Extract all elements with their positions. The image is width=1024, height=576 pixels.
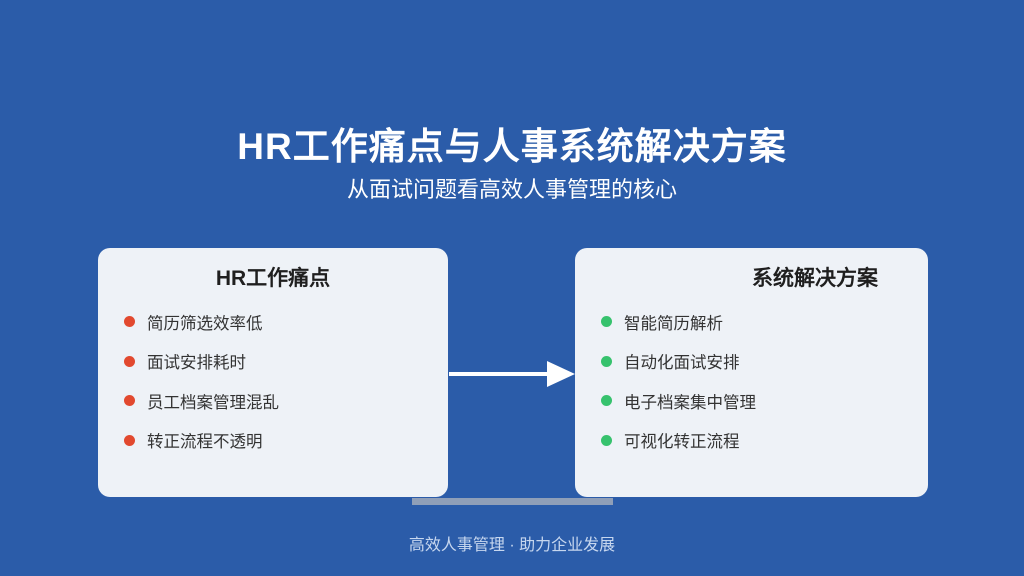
divider-bar [412,498,613,505]
list-item: 简历筛选效率低 [98,302,448,342]
green-bullet-icon [601,434,612,446]
arrow-right-line [449,372,549,376]
page-subtitle: 从面试问题看高效人事管理的核心 [346,177,677,202]
pain-card-title: HR工作痛点 [215,267,331,290]
list-item: 智能简历解析 [575,302,928,342]
solution-card-title: 系统解决方案 [752,267,878,290]
red-bullet-icon [124,434,135,446]
list-item: 面试安排耗时 [98,342,448,382]
list-item: 员工档案管理混乱 [98,381,448,421]
footer-tagline: 高效人事管理 · 助力企业发展 [408,537,616,554]
bullet-label: 转正流程不透明 [147,433,263,452]
red-bullet-icon [124,395,135,407]
list-item: 可视化转正流程 [575,421,928,461]
pain-points-card: HR工作痛点 简历筛选效率低 面试安排耗时 员工档案管理混乱 转正流程不透明 [98,248,448,497]
list-item: 自动化面试安排 [575,342,928,382]
solution-card: 系统解决方案 智能简历解析 自动化面试安排 电子档案集中管理 可视化转正流程 [575,248,928,497]
green-bullet-icon [601,316,612,328]
solution-bullet-list: 智能简历解析 自动化面试安排 电子档案集中管理 可视化转正流程 [575,302,928,460]
bullet-label: 面试安排耗时 [147,354,246,373]
page-title: HR工作痛点与人事系统解决方案 [237,126,787,167]
bullet-label: 自动化面试安排 [624,354,740,373]
bullet-label: 电子档案集中管理 [624,393,756,412]
bullet-label: 员工档案管理混乱 [147,393,279,412]
list-item: 电子档案集中管理 [575,381,928,421]
red-bullet-icon [124,355,135,367]
red-bullet-icon [124,316,135,328]
bullet-label: 可视化转正流程 [624,433,740,452]
bullet-label: 智能简历解析 [624,314,723,333]
green-bullet-icon [601,395,612,407]
pain-bullet-list: 简历筛选效率低 面试安排耗时 员工档案管理混乱 转正流程不透明 [98,302,448,460]
list-item: 转正流程不透明 [98,421,448,461]
bullet-label: 简历筛选效率低 [147,314,263,333]
arrow-right-head-icon [547,361,575,387]
green-bullet-icon [601,355,612,367]
